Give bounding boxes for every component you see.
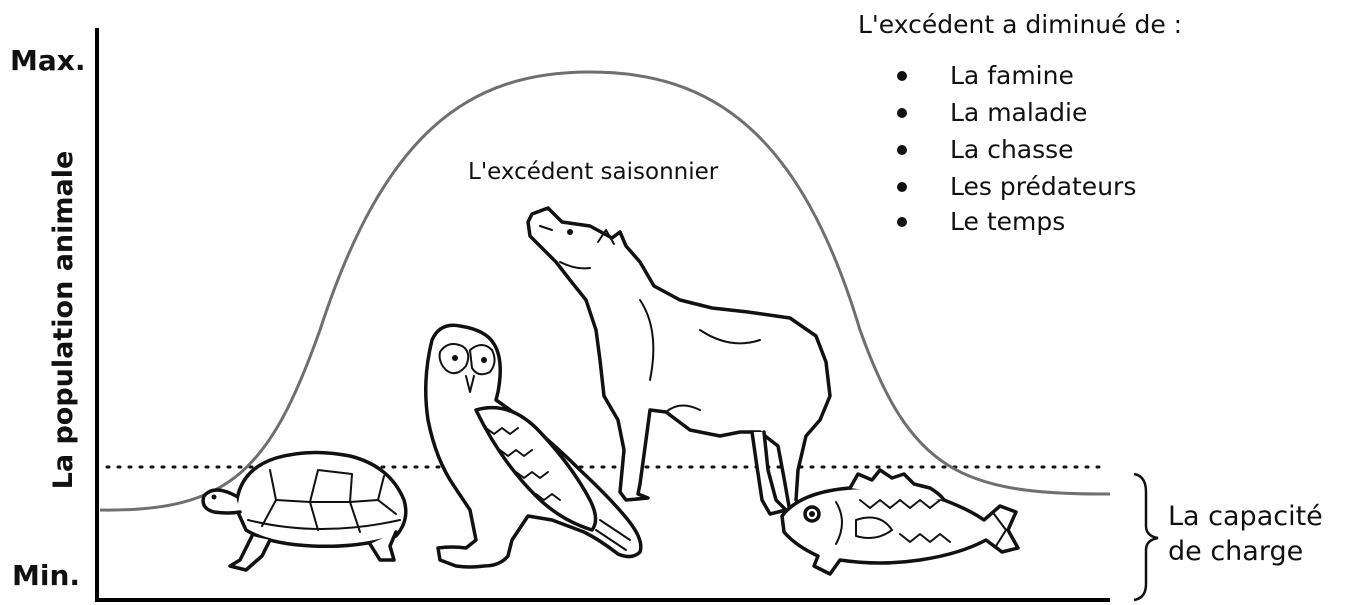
cause-disease: La maladie: [950, 98, 1087, 127]
capacity-label-line1: La capacité: [1168, 501, 1323, 532]
cause-famine: La famine: [950, 61, 1074, 90]
fish-illustration: [782, 470, 1018, 574]
bullet-icon: [897, 145, 907, 155]
bullet-icon: [897, 71, 907, 81]
cause-hunting: La chasse: [950, 135, 1074, 164]
turtle-illustration: [203, 452, 406, 570]
list-item: La famine: [897, 61, 1074, 90]
bullet-icon: [897, 182, 907, 192]
decline-title: L'excédent a diminué de :: [858, 10, 1182, 39]
list-item: La maladie: [897, 98, 1087, 127]
capacity-label-line2: de charge: [1168, 536, 1303, 567]
cause-weather: Le temps: [950, 207, 1065, 236]
y-max-label: Max.: [10, 44, 85, 77]
y-axis-title: La population animale: [48, 151, 79, 490]
list-item: Les prédateurs: [897, 172, 1136, 201]
capacity-brace-icon: [1134, 474, 1158, 600]
decline-causes-list: La famine La maladie La chasse Les préda…: [897, 61, 1136, 236]
surplus-label: L'excédent saisonnier: [468, 159, 719, 185]
bullet-icon: [897, 108, 907, 118]
y-min-label: Min.: [12, 559, 80, 592]
list-item: Le temps: [897, 207, 1065, 236]
bullet-icon: [897, 217, 907, 227]
list-item: La chasse: [897, 135, 1074, 164]
cause-predators: Les prédateurs: [950, 172, 1136, 201]
